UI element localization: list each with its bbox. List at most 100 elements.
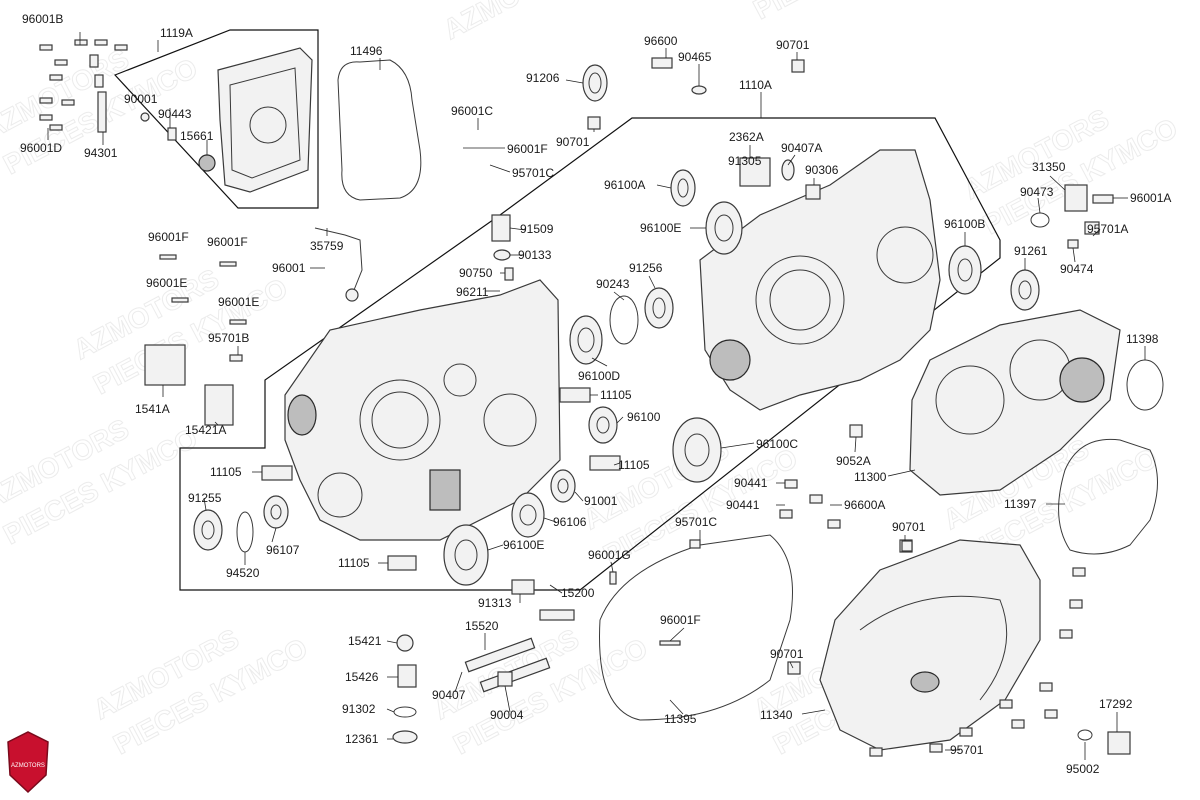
- brand-logo: AZMOTORS: [7, 731, 49, 794]
- part-label: 91302: [342, 702, 376, 716]
- part-label: 96001F: [507, 142, 548, 156]
- part-label: 90441: [734, 476, 768, 490]
- part-label: 96001E: [218, 295, 259, 309]
- large-gasket-part: [599, 534, 793, 721]
- part-label: 96001D: [20, 141, 62, 155]
- part-label: 11397: [1004, 497, 1037, 511]
- part-label: 96107: [266, 543, 300, 557]
- part-label: 96001: [272, 261, 306, 275]
- part-label: 31350: [1032, 160, 1066, 174]
- part-label: 90407A: [781, 141, 822, 155]
- part-label: 9052A: [836, 454, 871, 468]
- part-label: 90465: [678, 50, 712, 64]
- part-label: 95701C: [512, 166, 554, 180]
- part-label: 90750: [459, 266, 493, 280]
- part-label: 90473: [1020, 185, 1054, 199]
- leader-lines: [47, 32, 1146, 760]
- sensor-parts-right: [1030, 184, 1114, 249]
- part-label: 90407: [432, 688, 466, 702]
- part-label: 96600: [644, 34, 678, 48]
- part-label: 96001F: [207, 235, 248, 249]
- watermark-text: PIECES KYMCO: [748, 0, 952, 25]
- part-label: 96001F: [148, 230, 189, 244]
- part-label: 90306: [805, 163, 839, 177]
- part-label: 96100C: [756, 437, 798, 451]
- right-crankcase-part: [699, 149, 941, 411]
- inner-cover-part: [849, 309, 1164, 496]
- cover-plate-part: [140, 47, 313, 193]
- part-label: 96001E: [146, 276, 187, 290]
- part-label: 11105: [600, 388, 632, 402]
- part-label: 35759: [310, 239, 344, 253]
- part-label: 2362A: [729, 130, 764, 144]
- part-label: 91261: [1014, 244, 1048, 258]
- part-label: 96001A: [1130, 191, 1171, 205]
- part-label: 15421: [348, 634, 382, 648]
- part-label: 11300: [854, 470, 887, 484]
- part-label: 11340: [760, 708, 793, 722]
- part-label: 96100D: [578, 369, 620, 383]
- part-label: 96001G: [588, 548, 631, 562]
- part-label: 91313: [478, 596, 512, 610]
- part-label: 96100: [627, 410, 661, 424]
- bearings-and-seals: [193, 169, 1040, 586]
- cover-gasket-part: [1058, 438, 1158, 555]
- part-label: 15421A: [185, 423, 226, 437]
- part-label: 91305: [728, 154, 762, 168]
- part-label: 94520: [226, 566, 260, 580]
- part-label: 96211: [456, 285, 489, 299]
- left-crankcase-part: [284, 214, 561, 541]
- part-label: 1119A: [160, 26, 193, 40]
- part-label: 90701: [556, 135, 590, 149]
- part-label: 90701: [776, 38, 810, 52]
- part-label: 96001C: [451, 104, 493, 118]
- part-label: 12361: [345, 732, 379, 746]
- part-label: 95701A: [1087, 222, 1128, 236]
- part-label: 90001: [124, 92, 158, 106]
- part-label: 11496: [350, 44, 383, 58]
- part-label: 96106: [553, 515, 587, 529]
- part-label: 94301: [84, 146, 118, 160]
- part-label: 96100E: [503, 538, 544, 552]
- part-label: 1110A: [739, 78, 772, 92]
- part-label: 90004: [490, 708, 524, 722]
- part-labels: 96001B 1119A 11496 96600 90701 90465 912…: [20, 12, 1171, 776]
- part-label: 11105: [618, 458, 650, 472]
- part-label: 91001: [584, 494, 618, 508]
- watermark-text: AZMOTORS: [438, 0, 594, 45]
- part-label: 11398: [1126, 332, 1159, 346]
- part-label: 15661: [180, 129, 214, 143]
- part-label: 96001B: [22, 12, 63, 26]
- part-label: 90701: [770, 647, 804, 661]
- part-label: 90443: [158, 107, 192, 121]
- part-label: 11395: [664, 712, 697, 726]
- part-label: 91255: [188, 491, 222, 505]
- brand-logo-text: AZMOTORS: [11, 763, 45, 769]
- part-label: 96100A: [604, 178, 645, 192]
- part-label: 11105: [210, 465, 242, 479]
- part-label: 95701C: [675, 515, 717, 529]
- part-label: 15426: [345, 670, 379, 684]
- part-label: 91206: [526, 71, 560, 85]
- part-label: 90243: [596, 277, 630, 291]
- part-label: 15520: [465, 619, 499, 633]
- part-label: 91256: [629, 261, 663, 275]
- bottom-left-parts: [392, 539, 701, 744]
- bolt-column-right: [779, 479, 1086, 757]
- part-label: 90701: [892, 520, 926, 534]
- misc-left-parts: [144, 227, 363, 426]
- part-label: 1541A: [135, 402, 170, 416]
- part-label: 91509: [520, 222, 554, 236]
- part-label: 95701: [950, 743, 984, 757]
- part-label: 95002: [1066, 762, 1100, 776]
- part-label: 11105: [338, 556, 370, 570]
- part-label: 90441: [726, 498, 760, 512]
- part-label: 17292: [1099, 697, 1133, 711]
- gasket-part: [337, 59, 422, 201]
- crankcase-group-frame: [179, 117, 1001, 591]
- small-parts-top-middle: [582, 57, 805, 130]
- cover-group-frame: [113, 29, 319, 209]
- part-label: 96600A: [844, 498, 885, 512]
- part-label: 95701B: [208, 331, 249, 345]
